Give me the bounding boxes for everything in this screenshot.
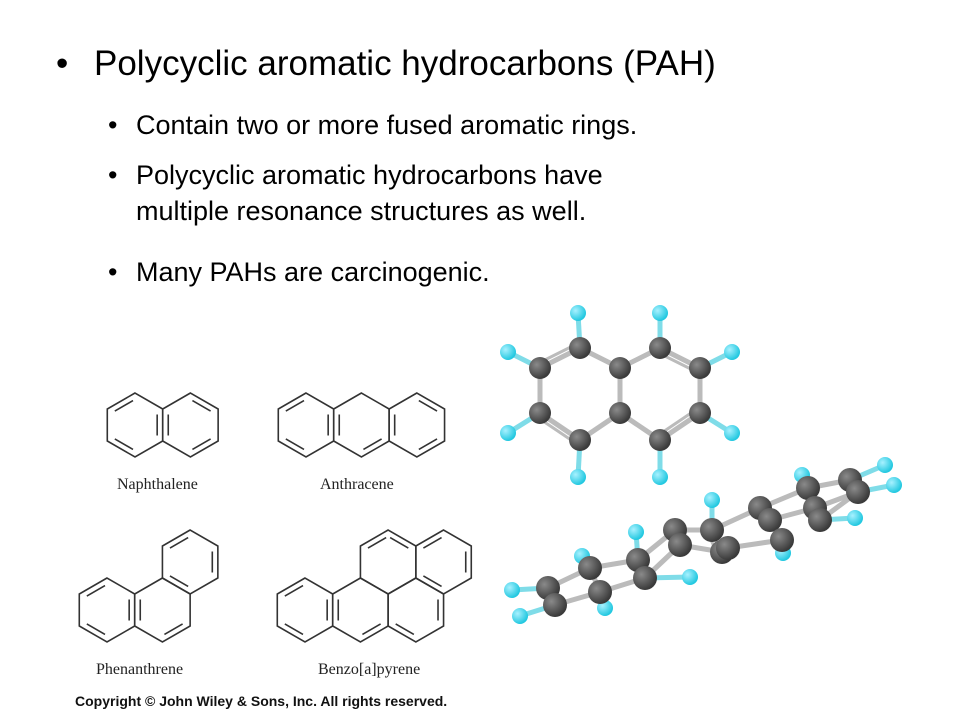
hydrogen-atom <box>652 469 668 485</box>
ring-outline <box>161 392 219 458</box>
anthracene-label: Anthracene <box>320 476 394 493</box>
carbon-atom <box>689 402 711 424</box>
anthracene-ring <box>388 392 446 458</box>
carbon-atom <box>649 429 671 451</box>
hydrogen-atom <box>724 344 740 360</box>
carbon-atom <box>569 429 591 451</box>
double-bond <box>114 438 134 451</box>
naphthalene-label: Naphthalene <box>117 476 198 493</box>
carbon-atom <box>609 402 631 424</box>
hydrogen-atom <box>886 477 902 493</box>
double-bond <box>395 623 415 636</box>
carbon-atom <box>626 548 650 572</box>
phenanthrene-ring <box>161 529 219 595</box>
double-bond <box>422 536 442 549</box>
double-bond <box>285 438 305 451</box>
sub-bullet-text: Many PAHs are carcinogenic. <box>136 257 490 287</box>
hydrogen-atom <box>500 344 516 360</box>
ring-outline <box>415 529 473 595</box>
double-bond <box>192 438 212 451</box>
bullet-dot: • <box>108 257 118 287</box>
phenanthrene-label: Phenanthrene <box>96 661 184 678</box>
carbon-atom <box>588 580 612 604</box>
double-bond <box>169 536 189 549</box>
benzopyrene-model <box>504 457 902 624</box>
hydrogen-atom <box>724 425 740 441</box>
main-bullet-text: Polycyclic aromatic hydrocarbons (PAH) <box>94 44 716 83</box>
ring-outline <box>388 392 446 458</box>
hydrogen-atom <box>847 510 863 526</box>
hydrogen-atom <box>704 492 720 508</box>
sub-bullet-text: Polycyclic aromatic hydrocarbons have <box>136 160 603 190</box>
copyright-notice: Copyright © John Wiley & Sons, Inc. All … <box>75 693 448 709</box>
hydrogen-atom <box>597 600 613 616</box>
double-bond <box>418 399 438 412</box>
double-bond <box>86 623 106 636</box>
double-bond <box>169 575 189 588</box>
hydrogen-atom <box>628 524 644 540</box>
double-bond <box>192 399 212 412</box>
carbon-atom <box>758 508 782 532</box>
carbon-atom <box>796 476 820 500</box>
hydrogen-atom <box>500 425 516 441</box>
carbon-atom <box>569 337 591 359</box>
double-bond <box>363 438 383 451</box>
double-bond <box>389 536 409 549</box>
double-bond <box>284 584 304 597</box>
double-bond <box>362 623 382 636</box>
carbon-atom <box>689 357 711 379</box>
double-bond <box>367 536 387 549</box>
carbon-atom <box>543 593 567 617</box>
double-bond <box>285 399 305 412</box>
sub-bullet-text-continued: multiple resonance structures as well. <box>136 196 587 226</box>
carbon-atom <box>808 508 832 532</box>
double-bond <box>164 623 184 636</box>
carbon-atom <box>609 357 631 379</box>
double-bond <box>422 575 442 588</box>
carbon-atom <box>668 533 692 557</box>
carbon-atom <box>633 566 657 590</box>
carbon-atom <box>529 402 551 424</box>
naphthalene-model <box>500 305 740 485</box>
double-bond <box>284 623 304 636</box>
hydrogen-atom <box>652 305 668 321</box>
bullet-dot: • <box>108 160 118 190</box>
double-bond <box>114 399 134 412</box>
bullet-dot: • <box>56 44 69 83</box>
hydrogen-atom <box>682 569 698 585</box>
carbon-atom <box>716 536 740 560</box>
hydrogen-atom <box>570 305 586 321</box>
carbon-atom <box>529 357 551 379</box>
carbon-atom <box>846 480 870 504</box>
carbon-atom <box>649 337 671 359</box>
hydrogen-atom <box>877 457 893 473</box>
ring-outline <box>161 529 219 595</box>
sub-bullet-text: Contain two or more fused aromatic rings… <box>136 110 638 140</box>
carbon-atom <box>578 556 602 580</box>
bullet-dot: • <box>108 110 118 140</box>
double-bond <box>418 438 438 451</box>
hydrogen-atom <box>512 608 528 624</box>
hydrogen-atom <box>504 582 520 598</box>
carbon-atom <box>700 518 724 542</box>
naphthalene-ring <box>161 392 219 458</box>
benzopyrene-label: Benzo[a]pyrene <box>318 661 421 678</box>
benzopyrene-ring <box>415 529 473 595</box>
double-bond <box>86 584 106 597</box>
carbon-atom <box>770 528 794 552</box>
hydrogen-atom <box>570 469 586 485</box>
